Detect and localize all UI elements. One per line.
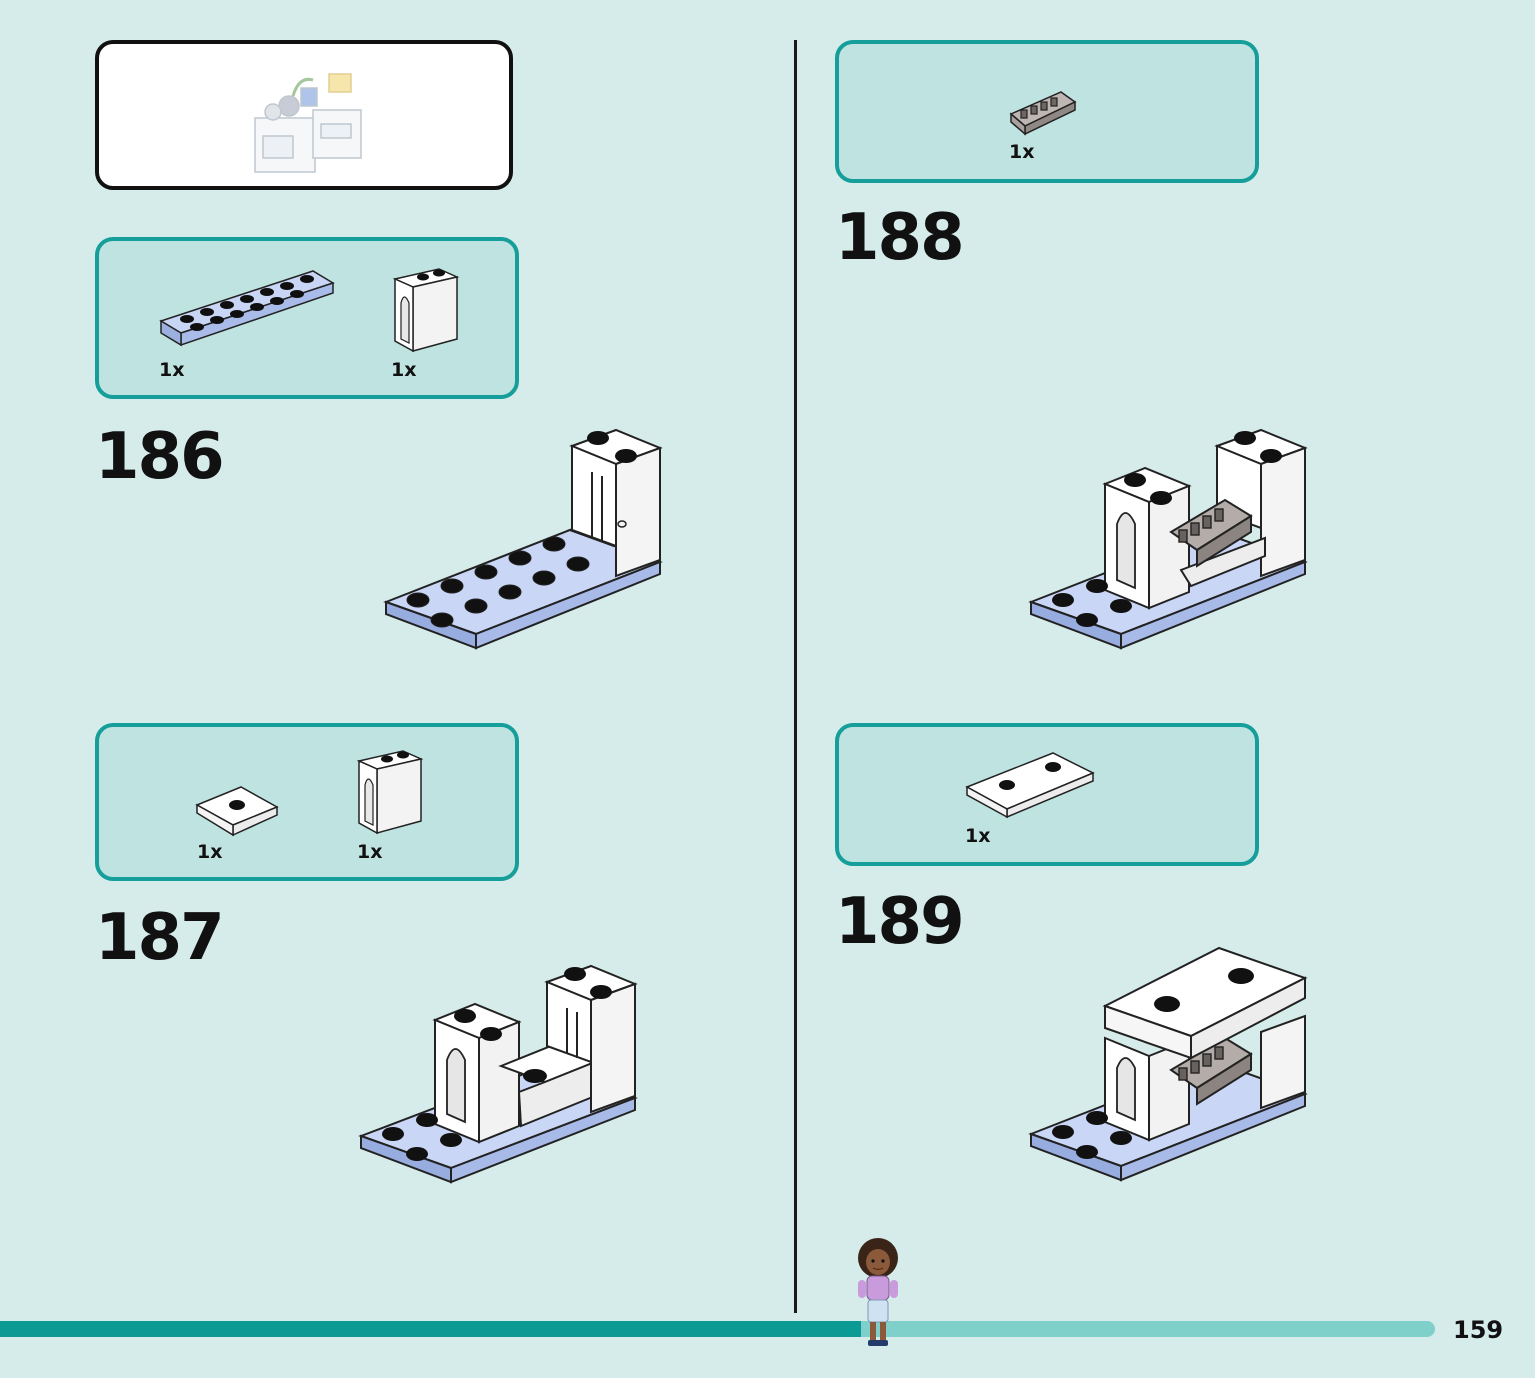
step-number: 188	[835, 201, 965, 275]
part-qty: 1x	[159, 359, 185, 381]
plate-2x8-icon	[159, 270, 335, 347]
step-number: 189	[835, 885, 965, 959]
parts-list-188: 1x	[835, 40, 1259, 183]
step-186-build-illustration	[383, 428, 663, 650]
step-number: 186	[95, 420, 225, 494]
parts-list-186: 1x 1x	[95, 237, 519, 399]
step-188-build-illustration	[1028, 428, 1308, 650]
part-qty: 1x	[1009, 141, 1035, 163]
progress-fill	[0, 1321, 861, 1337]
step-187-build-illustration	[358, 964, 638, 1184]
step-189-build-illustration	[1028, 946, 1308, 1182]
column-divider	[794, 40, 797, 1313]
part-qty: 1x	[965, 825, 991, 847]
parts-list-187: 1x 1x	[95, 723, 519, 881]
slope-grille-icon	[1009, 91, 1077, 136]
part-qty: 1x	[391, 359, 417, 381]
submodel-preview	[95, 40, 513, 190]
step-number: 187	[95, 901, 225, 975]
jumper-plate-icon	[195, 786, 279, 837]
window-panel-icon	[356, 750, 424, 835]
window-panel-icon	[392, 268, 460, 353]
part-qty: 1x	[197, 841, 223, 863]
plate-2x4-icon	[965, 752, 1095, 819]
kitchen-preview-icon	[254, 73, 362, 173]
minidoll-figure-icon	[858, 1238, 898, 1346]
part-qty: 1x	[357, 841, 383, 863]
page-number: 159	[1453, 1316, 1504, 1344]
parts-list-189: 1x	[835, 723, 1259, 866]
